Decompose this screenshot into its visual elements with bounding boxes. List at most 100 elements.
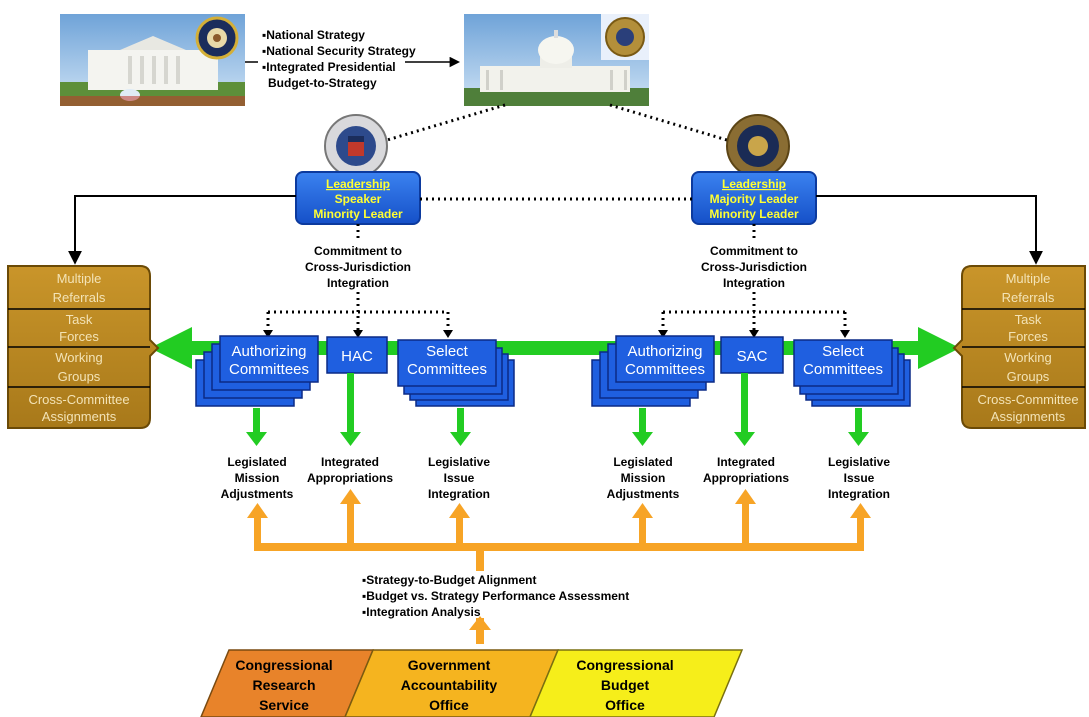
white-house-bullets: ▪National Strategy ▪National Security St… (262, 28, 416, 90)
gao-box: Government Accountability Office (344, 649, 560, 717)
left-commit-l1: Commitment to (314, 244, 402, 258)
left-select-l2: Committees (407, 361, 487, 378)
left-legislated-l2: Mission (235, 471, 280, 485)
crs-l1: Congressional (235, 657, 332, 673)
left-sidebox-multiple: Multiple (57, 271, 102, 286)
right-commit-l3: Integration (723, 276, 785, 290)
hac-box: HAC (326, 336, 388, 374)
senate-seal (324, 114, 388, 178)
left-authorizing-l2: Committees (229, 361, 309, 378)
left-commit-l3: Integration (327, 276, 389, 290)
crs-l3: Service (259, 697, 309, 713)
gao-l3: Office (429, 697, 469, 713)
right-legislated-l1: Legislated (613, 455, 672, 469)
right-integrated-l2: Appropriations (703, 471, 789, 485)
left-sidebox-assignments: Assignments (42, 409, 117, 424)
cbo-box: Congressional Budget Office (529, 649, 744, 717)
left-integrated-l2: Appropriations (307, 471, 393, 485)
left-leadership-speaker: Speaker (335, 192, 382, 206)
sac-label: SAC (737, 348, 768, 365)
left-leadership-to-sidebox (68, 195, 296, 265)
left-authorizing-committees: Authorizing Committees (195, 335, 319, 407)
left-commitment-text: Commitment to Cross-Jurisdiction Integra… (305, 244, 411, 290)
right-leadership-majority: Majority Leader (710, 192, 799, 206)
bullet-strategy-to-budget: ▪Strategy-to-Budget Alignment (362, 573, 536, 587)
right-commit-l1: Commitment to (710, 244, 798, 258)
bullet-national-security-strategy: ▪National Security Strategy (262, 44, 416, 58)
right-sidebox-working: Working (1004, 350, 1051, 365)
right-legislated-l2: Mission (621, 471, 666, 485)
right-leadership-to-sidebox (816, 195, 1043, 265)
gao-l2: Accountability (401, 677, 498, 693)
right-integrated-l1: Integrated (717, 455, 775, 469)
left-outputs: Legislated Mission Adjustments Integrate… (221, 455, 491, 501)
capitol-to-house-dotted (609, 103, 738, 145)
left-leadership-minority: Minority Leader (313, 207, 403, 221)
support-bullets: ▪Strategy-to-Budget Alignment ▪Budget vs… (362, 573, 629, 619)
right-side-box: Multiple Referrals Task Forces Working G… (952, 265, 1086, 429)
right-commit-l2: Cross-Jurisdiction (701, 260, 807, 274)
left-sidebox-referrals: Referrals (53, 290, 106, 305)
right-sidebox-cross: Cross-Committee (977, 392, 1078, 407)
orange-support-arrows (247, 489, 871, 644)
left-issue-l1: Legislative (428, 455, 490, 469)
right-select-l2: Committees (803, 361, 883, 378)
left-authorizing-l1: Authorizing (231, 343, 306, 360)
left-sidebox-groups: Groups (58, 369, 101, 384)
right-leadership-minority: Minority Leader (709, 207, 799, 221)
left-side-box: Multiple Referrals Task Forces Working G… (7, 265, 160, 429)
right-authorizing-l2: Committees (625, 361, 705, 378)
left-leadership-title: Leadership (326, 177, 390, 191)
left-issue-l3: Integration (428, 487, 490, 501)
bullet-budget-to-strategy: Budget-to-Strategy (268, 76, 377, 90)
right-legislated-l3: Adjustments (607, 487, 680, 501)
right-leadership-title: Leadership (722, 177, 786, 191)
right-sidebox-assignments: Assignments (991, 409, 1066, 424)
hac-label: HAC (341, 348, 373, 365)
left-dotted-distribution (266, 292, 450, 330)
left-select-committees: Select Committees (397, 339, 515, 407)
left-sidebox-task: Task (66, 312, 93, 327)
gao-l1: Government (408, 657, 491, 673)
left-legislated-l3: Adjustments (221, 487, 294, 501)
green-down-arrows (246, 373, 869, 446)
right-sidebox-forces: Forces (1008, 329, 1048, 344)
right-select-l1: Select (822, 343, 865, 360)
crs-l2: Research (252, 677, 315, 693)
right-authorizing-committees: Authorizing Committees (591, 335, 715, 407)
right-issue-l1: Legislative (828, 455, 890, 469)
cbo-l2: Budget (601, 677, 650, 693)
sac-box: SAC (720, 336, 784, 374)
cbo-l3: Office (605, 697, 645, 713)
bullet-budget-vs-strategy: ▪Budget vs. Strategy Performance Assessm… (362, 589, 629, 603)
right-issue-l2: Issue (844, 471, 875, 485)
cbo-l1: Congressional (576, 657, 673, 673)
right-dotted-distribution (661, 292, 847, 330)
dotted-arrowheads (263, 330, 850, 338)
left-leadership-box: Leadership Speaker Minority Leader (295, 171, 421, 225)
bullet-integration-analysis: ▪Integration Analysis (362, 605, 481, 619)
right-select-committees: Select Committees (793, 339, 911, 407)
capitol-to-senate-dotted (376, 103, 506, 145)
right-authorizing-l1: Authorizing (627, 343, 702, 360)
right-leadership-box: Leadership Majority Leader Minority Lead… (691, 171, 817, 225)
house-seal (726, 114, 790, 178)
left-issue-l2: Issue (444, 471, 475, 485)
left-sidebox-working: Working (55, 350, 102, 365)
right-sidebox-referrals: Referrals (1002, 290, 1055, 305)
right-sidebox-task: Task (1015, 312, 1042, 327)
right-outputs: Legislated Mission Adjustments Integrate… (607, 455, 891, 501)
right-sidebox-groups: Groups (1007, 369, 1050, 384)
president-seal (195, 16, 239, 60)
right-commitment-text: Commitment to Cross-Jurisdiction Integra… (701, 244, 807, 290)
left-select-l1: Select (426, 343, 469, 360)
right-issue-l3: Integration (828, 487, 890, 501)
left-commit-l2: Cross-Jurisdiction (305, 260, 411, 274)
right-sidebox-multiple: Multiple (1006, 271, 1051, 286)
left-legislated-l1: Legislated (227, 455, 286, 469)
left-sidebox-cross: Cross-Committee (28, 392, 129, 407)
left-sidebox-forces: Forces (59, 329, 99, 344)
capitol-seal (601, 14, 649, 60)
